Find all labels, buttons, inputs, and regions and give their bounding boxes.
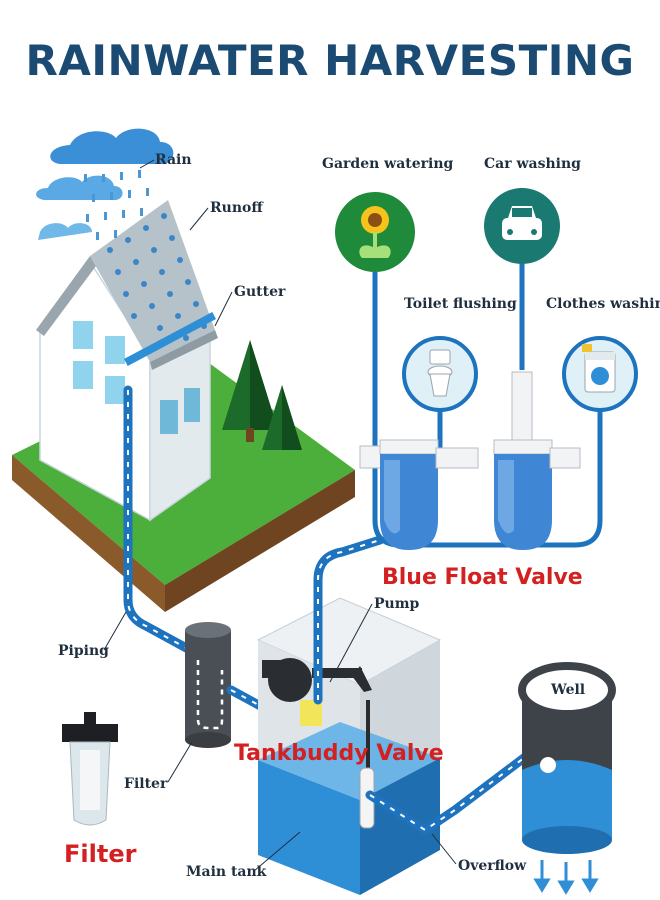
car-icon	[502, 206, 542, 240]
rain-drops	[84, 170, 149, 240]
label-main-tank: Main tank	[186, 864, 267, 880]
toilet-flushing-circle	[402, 336, 478, 412]
toilet-icon	[427, 349, 453, 397]
label-rain: Rain	[155, 152, 192, 168]
clothes-washing-circle	[562, 336, 638, 412]
label-overflow: Overflow	[458, 858, 527, 874]
overflow-pipe	[365, 737, 550, 836]
label-pump: Pump	[374, 596, 420, 612]
label-car-washing: Car washing	[484, 156, 581, 172]
label-garden-watering: Garden watering	[322, 156, 454, 172]
label-clothes-washing: Clothes washing	[546, 296, 660, 312]
callout-blue-float-valve: Blue Float Valve	[382, 565, 583, 590]
gutter	[123, 311, 217, 367]
car-washing-circle	[484, 188, 560, 264]
supply-pipe	[313, 535, 385, 705]
downpipe	[123, 385, 195, 655]
pump-icon	[262, 658, 372, 726]
filter-product	[62, 712, 118, 826]
label-filter: Filter	[124, 776, 168, 792]
garden-watering-circle	[335, 192, 415, 272]
float-valve-icon	[359, 439, 479, 550]
well	[518, 662, 616, 854]
label-piping: Piping	[58, 643, 109, 659]
tree	[262, 385, 302, 450]
rain-cloud-icon	[36, 128, 174, 240]
roof-raindrops	[107, 213, 207, 341]
label-toilet-flushing: Toilet flushing	[404, 296, 517, 312]
well-water-arrows	[533, 860, 599, 895]
sunflower-icon	[359, 206, 391, 258]
label-well: Well	[550, 682, 585, 698]
filter-cylinder	[185, 622, 231, 748]
tree	[222, 340, 278, 442]
label-gutter: Gutter	[234, 284, 286, 300]
label-runoff: Runoff	[210, 200, 264, 216]
page-title: RAINWATER HARVESTING	[25, 36, 635, 85]
callout-tankbuddy-valve: Tankbuddy Valve	[234, 741, 444, 766]
house	[36, 200, 218, 522]
float-valve-icon	[493, 371, 581, 550]
label-leaders	[103, 159, 457, 872]
callout-filter-product: Filter	[64, 840, 137, 868]
washing-machine-icon	[582, 344, 616, 393]
